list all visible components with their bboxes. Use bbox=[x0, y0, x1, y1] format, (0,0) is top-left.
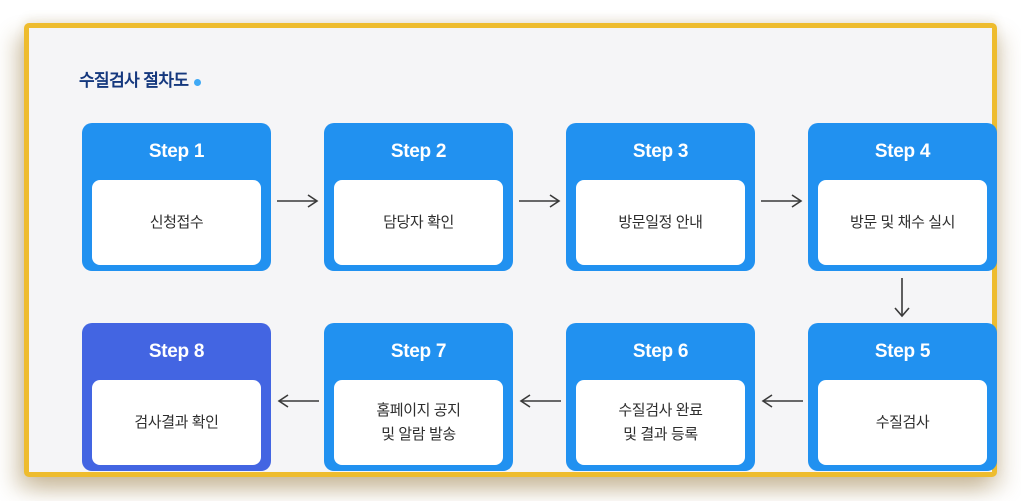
step-2-label: Step 2 bbox=[390, 140, 447, 162]
step-box-5: Step 5 수질검사 bbox=[808, 323, 997, 471]
step-5-description: 수질검사 bbox=[818, 380, 987, 465]
step-box-4: Step 4 방문 및 채수 실시 bbox=[808, 123, 997, 271]
step-4-description: 방문 및 채수 실시 bbox=[818, 180, 987, 265]
step-7-label: Step 7 bbox=[390, 340, 447, 362]
step-4-label: Step 4 bbox=[874, 140, 931, 162]
page-title: 수질검사 절차도 bbox=[79, 66, 202, 91]
arrow-left-icon bbox=[276, 392, 320, 410]
title-dot-icon bbox=[194, 79, 202, 86]
step-box-6: Step 6 수질검사 완료 및 결과 등록 bbox=[566, 323, 755, 471]
step-8-description: 검사결과 확인 bbox=[92, 380, 261, 465]
arrow-down-icon bbox=[891, 277, 913, 319]
step-box-2: Step 2 담당자 확인 bbox=[324, 123, 513, 271]
step-2-description: 담당자 확인 bbox=[334, 180, 503, 265]
arrow-left-icon bbox=[518, 392, 562, 410]
step-3-label: Step 3 bbox=[632, 140, 689, 162]
step-box-8: Step 8 검사결과 확인 bbox=[82, 323, 271, 471]
step-6-label: Step 6 bbox=[632, 340, 689, 362]
flowchart-panel: 수질검사 절차도 Step 1 신청접수 Step 2 담당자 확인 Step … bbox=[24, 23, 997, 477]
step-box-7: Step 7 홈페이지 공지 및 알람 발송 bbox=[324, 323, 513, 471]
arrow-right-icon bbox=[276, 192, 320, 210]
step-1-label: Step 1 bbox=[148, 140, 205, 162]
page-title-text: 수질검사 절차도 bbox=[79, 71, 189, 90]
step-1-description: 신청접수 bbox=[92, 180, 261, 265]
step-3-description: 방문일정 안내 bbox=[576, 180, 745, 265]
step-5-label: Step 5 bbox=[874, 340, 931, 362]
arrow-right-icon bbox=[760, 192, 804, 210]
step-6-description: 수질검사 완료 및 결과 등록 bbox=[576, 380, 745, 465]
arrow-left-icon bbox=[760, 392, 804, 410]
step-box-3: Step 3 방문일정 안내 bbox=[566, 123, 755, 271]
step-7-description: 홈페이지 공지 및 알람 발송 bbox=[334, 380, 503, 465]
arrow-right-icon bbox=[518, 192, 562, 210]
step-box-1: Step 1 신청접수 bbox=[82, 123, 271, 271]
step-8-label: Step 8 bbox=[148, 340, 205, 362]
